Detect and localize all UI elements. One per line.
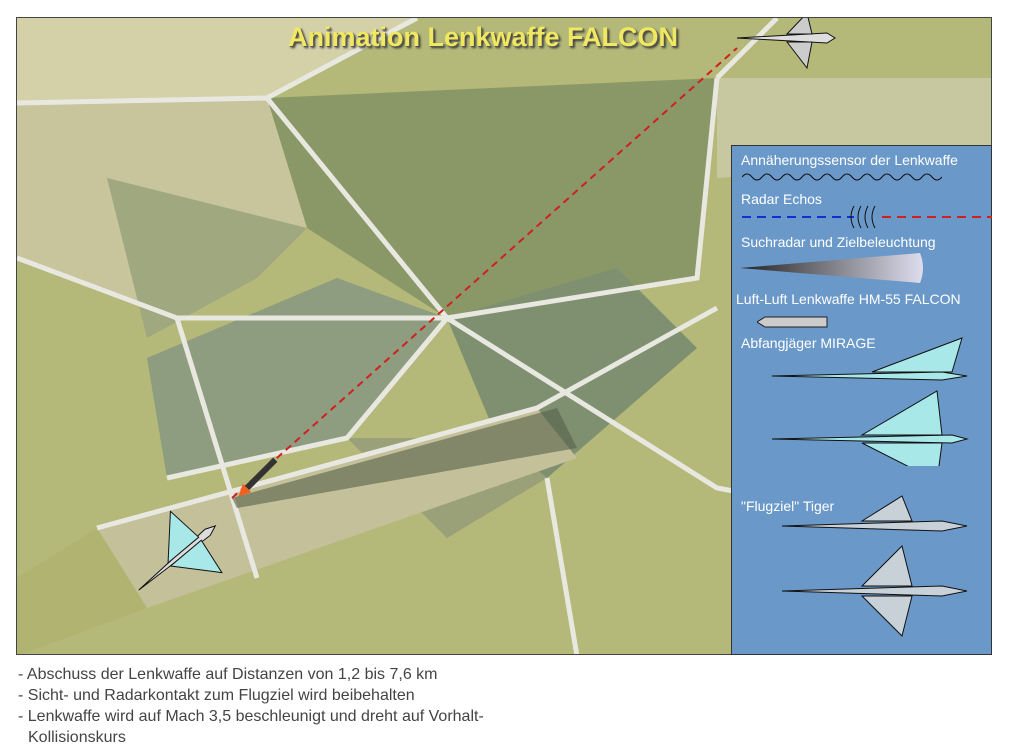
field: [17, 18, 417, 103]
notes-list: - Abschuss der Lenkwaffe auf Distanzen v…: [18, 664, 484, 748]
legend-proximity-sensor: Annäherungssensor der Lenkwaffe: [741, 152, 958, 168]
missile-icon: [757, 316, 828, 328]
radar-beam-icon: [740, 253, 923, 283]
legend-missile: Luft-Luft Lenkwaffe HM-55 FALCON: [736, 291, 961, 307]
radar-beam: [232, 408, 577, 508]
slide-title: Animation Lenkwaffe FALCON: [288, 22, 679, 52]
legend-radar-echos: Radar Echos: [741, 191, 822, 207]
wave-icon: [742, 173, 942, 181]
terrain-map: [16, 17, 992, 655]
radar-echo-icon: [742, 205, 992, 229]
tiger-aircraft: [736, 18, 836, 70]
tiger-icons: [782, 495, 968, 637]
legend-panel: Annäherungssensor der Lenkwaffe Radar Ec…: [731, 145, 992, 655]
note-item: - Abschuss der Lenkwaffe auf Distanzen v…: [18, 666, 438, 683]
legend-search-radar: Suchradar und Zielbeleuchtung: [741, 234, 936, 250]
legend-interceptor: Abfangjäger MIRAGE: [741, 335, 876, 351]
map-terrain-svg: [17, 18, 991, 654]
field: [267, 78, 717, 318]
note-item: Kollisionskurs: [28, 729, 126, 746]
legend-target: "Flugziel" Tiger: [741, 498, 835, 514]
mirage-icons: [772, 337, 969, 466]
note-item: - Sicht- und Radarkontakt zum Flugziel w…: [18, 687, 415, 704]
target-line: [231, 47, 738, 499]
field: [107, 178, 307, 338]
field: [147, 278, 447, 478]
field: [17, 528, 147, 654]
mirage-aircraft: [138, 510, 223, 591]
note-item: - Lenkwaffe wird auf Mach 3,5 beschleuni…: [18, 708, 484, 725]
